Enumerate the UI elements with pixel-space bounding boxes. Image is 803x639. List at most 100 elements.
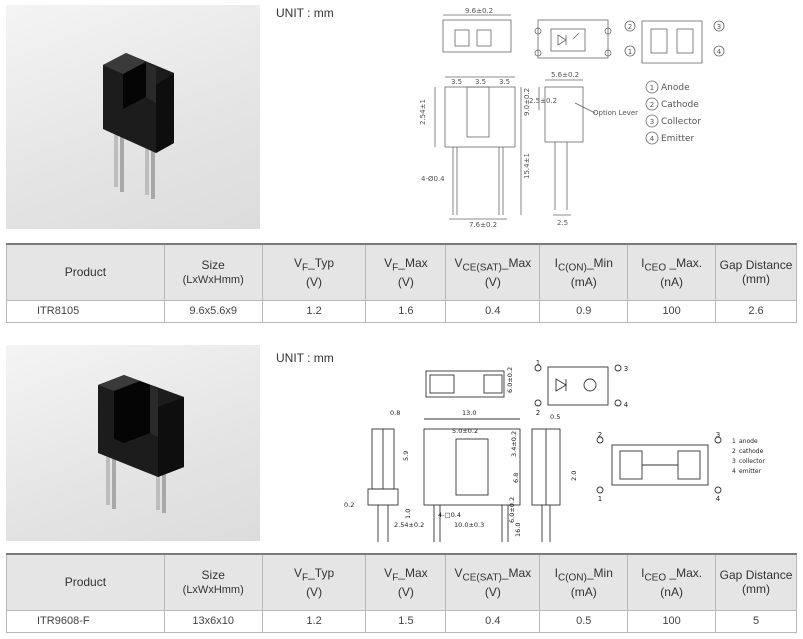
- cell-size: 9.6x5.6x9: [163, 299, 263, 323]
- legend-anode: Anode: [661, 83, 690, 93]
- dim-text: 13.0: [462, 409, 476, 417]
- pin-number: 1: [536, 359, 540, 367]
- header-vce-max: VCE(SAT)_Max(V): [445, 243, 541, 301]
- cell-size: 13x6x10: [163, 609, 263, 633]
- pin-number: 3: [717, 23, 721, 31]
- product-block-itr8105: UNIT : mm: [6, 5, 800, 323]
- cell-gap: 5: [715, 609, 797, 633]
- dim-text: 5.9: [402, 451, 410, 461]
- dim-text: 3.4±0.2: [510, 431, 518, 457]
- cell-vf-typ: 1.2: [261, 299, 367, 323]
- product-photo: [6, 5, 260, 229]
- pin-number: 2: [598, 431, 602, 439]
- legend-collector: Collector: [661, 117, 701, 127]
- spec-table: Product Size(LxWxHmm) VF_Typ(V) VF_Max(V…: [6, 553, 797, 633]
- header-product: Product: [6, 243, 165, 301]
- legend-cathode: Cathode: [661, 100, 699, 110]
- header-product: Product: [6, 553, 165, 611]
- pin-number: 4: [716, 495, 721, 503]
- dim-text: 2.5±0.2: [529, 97, 557, 105]
- cell-ic-min: 0.5: [539, 609, 629, 633]
- dim-text: 0.8: [390, 409, 400, 417]
- dim-text: 3.5: [499, 78, 510, 86]
- legend-collector: collector: [739, 458, 765, 465]
- dim-text: 5.6±0.2: [551, 71, 579, 79]
- dim-text: 3.5: [475, 78, 486, 86]
- pin-number: 4: [717, 48, 722, 56]
- header-vf-max: VF_Max(V): [365, 553, 447, 611]
- cell-vf-typ: 1.2: [261, 609, 367, 633]
- dim-text: 15.4±1: [523, 153, 531, 179]
- dimension-drawing: 0.8 13.0 0.5 5.0±0.2 6.0±0.2 3.4±0.2 5.9…: [338, 357, 798, 547]
- dim-text: 6.8: [512, 473, 520, 483]
- table-row: ITR9608-F 13x6x10 1.2 1.5 0.4 0.5 100 5: [6, 609, 797, 633]
- header-size: Size(LxWxHmm): [163, 553, 263, 611]
- dim-text: 4-Ø0.4: [421, 175, 445, 183]
- header-iceo-max: ICEO _Max.(nA): [627, 553, 717, 611]
- legend-anode: anode: [739, 438, 758, 445]
- cell-product: ITR9608-F: [6, 609, 165, 633]
- legend-emitter: emitter: [739, 468, 762, 475]
- product-photo-image: [103, 53, 174, 199]
- legend-cathode: cathode: [739, 448, 764, 455]
- cell-vce-max: 0.4: [445, 609, 541, 633]
- unit-label: UNIT : mm: [276, 351, 334, 365]
- header-ic-min: IC(ON)_Min(mA): [539, 553, 629, 611]
- pin-number: 4: [624, 401, 629, 409]
- dim-text: 5.0±0.2: [452, 427, 478, 435]
- dim-text: 6.0±0.2: [508, 497, 516, 523]
- product-block-itr9608f: UNIT : mm: [0, 345, 803, 639]
- dim-text: 9.6±0.2: [465, 7, 493, 15]
- cell-iceo-max: 100: [627, 609, 717, 633]
- cell-product: ITR8105: [6, 299, 165, 323]
- dim-text: 2.54±0.2: [394, 521, 424, 529]
- dim-text: 0.2: [344, 501, 354, 509]
- cell-ic-min: 0.9: [539, 299, 629, 323]
- dim-text: 2.54±1: [419, 99, 427, 125]
- cell-vce-max: 0.4: [445, 299, 541, 323]
- legend-number: 4: [650, 135, 655, 143]
- header-gap: Gap Distance(mm): [715, 243, 797, 301]
- legend-number: 1: [732, 438, 736, 445]
- dim-text: 2.5: [557, 219, 568, 227]
- dim-text: 16.0: [514, 523, 522, 537]
- pin-number: 1: [598, 495, 602, 503]
- dim-text: 10.0±0.3: [454, 521, 484, 529]
- unit-label: UNIT : mm: [276, 6, 334, 20]
- header-ic-min: IC(ON)_Min(mA): [539, 243, 629, 301]
- header-vf-typ: VF_Typ(V): [261, 553, 367, 611]
- table-row: ITR8105 9.6x5.6x9 1.2 1.6 0.4 0.9 100 2.…: [6, 299, 797, 323]
- legend-number: 3: [732, 458, 736, 465]
- legend-number: 1: [650, 84, 654, 92]
- pin-number: 2: [628, 23, 632, 31]
- cell-iceo-max: 100: [627, 299, 717, 323]
- pin-number: 2: [536, 409, 540, 417]
- product-photo: [6, 345, 260, 541]
- dim-text: 9.0±0.2: [523, 88, 531, 116]
- pin-number: 1: [628, 48, 632, 56]
- header-gap: Gap Distance(mm): [715, 553, 797, 611]
- dim-text: Option Lever: [593, 109, 638, 117]
- header-vf-max: VF_Max(V): [365, 243, 447, 301]
- dim-text: 3.5: [451, 78, 462, 86]
- legend-number: 2: [732, 448, 736, 455]
- header-vce-max: VCE(SAT)_Max(V): [445, 553, 541, 611]
- pin-number: 3: [716, 431, 720, 439]
- dim-text: 1.0: [404, 509, 412, 519]
- product-photo-image: [98, 375, 184, 513]
- spec-table: Product Size(LxWxHmm) VF_Typ(V) VF_Max(V…: [6, 243, 797, 323]
- header-vf-typ: VF_Typ(V): [261, 243, 367, 301]
- legend-emitter: Emitter: [661, 134, 695, 144]
- cell-vf-max: 1.5: [365, 609, 447, 633]
- dim-text: 7.6±0.2: [469, 221, 497, 229]
- legend-number: 2: [650, 101, 654, 109]
- cell-gap: 2.6: [715, 299, 797, 323]
- dimension-drawing: 9.6±0.2 3.5 3.5 3.5 5.6±0.2 2.5 2.54±1 7…: [415, 5, 800, 230]
- pin-number: 3: [624, 365, 628, 373]
- legend-number: 4: [732, 468, 736, 475]
- cell-vf-max: 1.6: [365, 299, 447, 323]
- dim-text: 4-□0.4: [438, 511, 461, 519]
- dim-text: 6.0±0.2: [506, 367, 514, 393]
- header-size: Size(LxWxHmm): [163, 243, 263, 301]
- dim-text: 0.5: [550, 413, 560, 421]
